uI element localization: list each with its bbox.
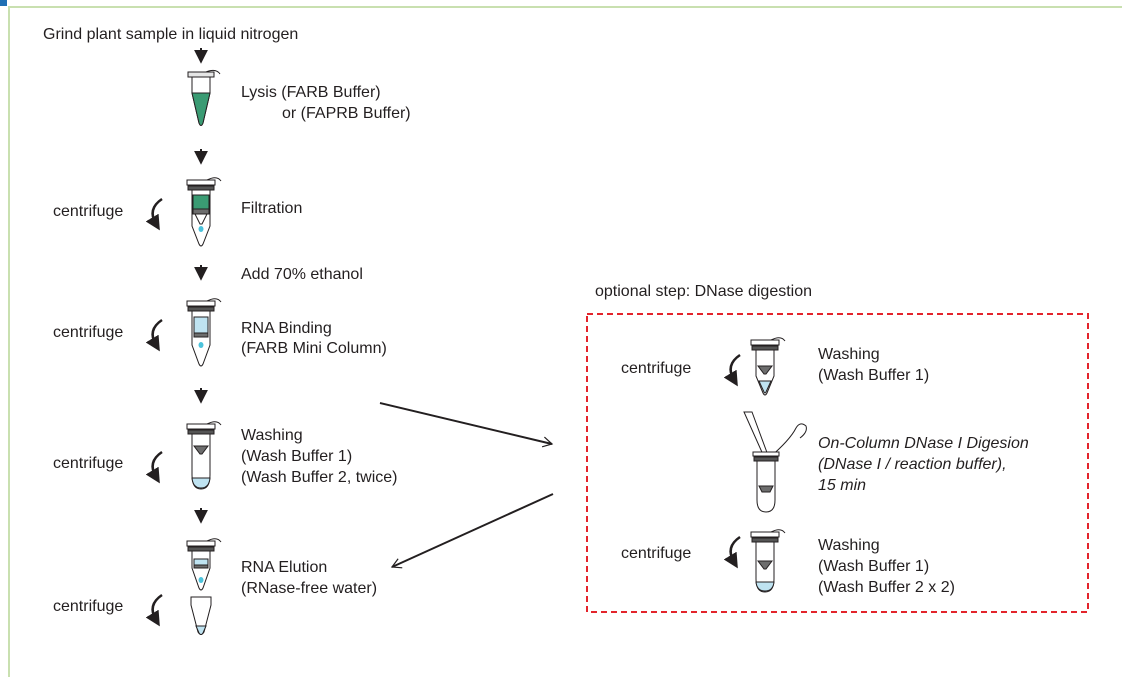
centrifuge-arrow-1 — [145, 197, 163, 231]
filtration-tube-icon — [186, 177, 222, 247]
cross-arrows — [379, 402, 554, 569]
elution-water-label: (RNase-free water) — [241, 580, 378, 597]
start-label: Grind plant sample in liquid nitrogen — [43, 26, 299, 43]
opt-wash2-buffer-2-label: (Wash Buffer 2 x 2) — [818, 579, 955, 596]
centrifuge-arrows — [145, 197, 741, 627]
centrifuge-arrow-opt-1 — [723, 353, 741, 387]
opt-washing-tube-2-icon — [750, 529, 786, 593]
from-optional-arrow — [390, 493, 554, 569]
centrifuge-arrow-3 — [145, 450, 163, 484]
binding-column-label: (FARB Mini Column) — [241, 340, 387, 357]
corner-mark — [0, 0, 7, 6]
binding-tube-icon — [186, 298, 222, 367]
opt-washing-2-label: Washing — [818, 537, 880, 554]
figure-frame — [8, 6, 1122, 677]
lysis-alt-label: or (FAPRB Buffer) — [282, 105, 411, 122]
collection-tube-icon — [190, 596, 212, 635]
centrifuge-arrow-2 — [145, 318, 163, 352]
lysis-label: Lysis (FARB Buffer) — [241, 84, 381, 101]
centrifuge-arrow-4 — [145, 593, 163, 627]
pipette-tube-icon — [743, 411, 807, 513]
lysis-tube-icon — [187, 69, 221, 126]
centrifuge-label-1: centrifuge — [53, 203, 124, 220]
opt-centrifuge-label-2: centrifuge — [621, 545, 692, 562]
wash-buffer-1-label: (Wash Buffer 1) — [241, 448, 353, 465]
opt-centrifuge-label-1: centrifuge — [621, 360, 692, 377]
washing-tube-icon — [186, 421, 222, 490]
digestion-time-label: 15 min — [818, 477, 867, 494]
centrifuge-label-3: centrifuge — [53, 455, 124, 472]
optional-step-title: optional step: DNase digestion — [595, 283, 813, 300]
centrifuge-arrow-opt-2 — [723, 535, 741, 569]
opt-wash-buffer-1-label: (Wash Buffer 1) — [818, 367, 930, 384]
opt-washing-tube-icon — [750, 337, 786, 396]
elution-label: RNA Elution — [241, 559, 328, 576]
add-ethanol-label: Add 70% ethanol — [241, 266, 363, 283]
digestion-buffer-label: (DNase I / reaction buffer), — [818, 456, 1007, 473]
wash-buffer-2-label: (Wash Buffer 2, twice) — [241, 469, 398, 486]
elution-tube-icon — [186, 538, 222, 591]
filtration-label: Filtration — [241, 200, 303, 217]
opt-washing-label: Washing — [818, 346, 880, 363]
centrifuge-label-2: centrifuge — [53, 324, 124, 341]
binding-label: RNA Binding — [241, 320, 332, 337]
washing-label: Washing — [241, 427, 303, 444]
opt-wash2-buffer-1-label: (Wash Buffer 1) — [818, 558, 930, 575]
to-optional-arrow — [379, 402, 554, 448]
optional-step-box — [586, 313, 1089, 613]
digestion-label: On-Column DNase I Digesion — [818, 435, 1029, 452]
centrifuge-label-4: centrifuge — [53, 598, 124, 615]
